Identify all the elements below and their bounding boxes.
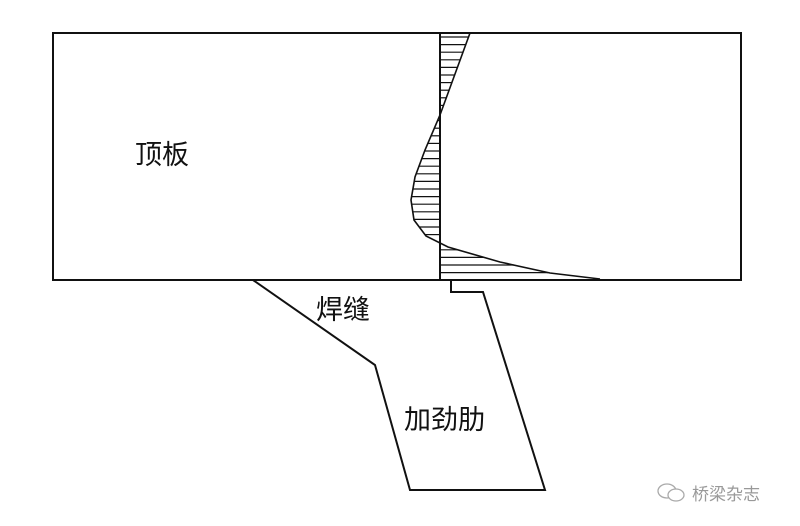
watermark-text: 桥梁杂志	[692, 485, 760, 505]
stiffener-outline	[252, 279, 547, 491]
stress-hatching	[411, 36, 549, 274]
wechat-icon	[657, 482, 685, 502]
top-plate-outline	[52, 32, 742, 281]
watermark: 桥梁杂志	[656, 480, 760, 505]
stress-distribution-curve	[410, 32, 601, 280]
top-plate-label: 顶板	[135, 140, 189, 171]
stiffener-label: 加劲肋	[404, 405, 485, 436]
weld-label: 焊缝	[316, 295, 370, 326]
